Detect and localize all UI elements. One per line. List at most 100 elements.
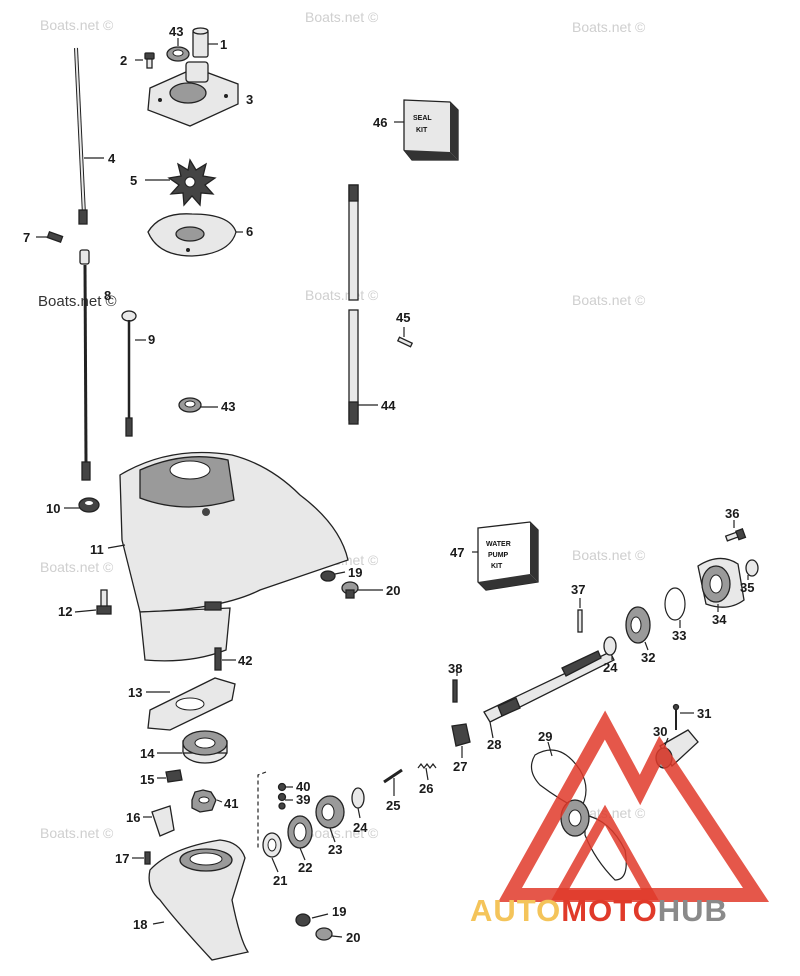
part-label: 13: [128, 685, 142, 700]
part-label: 16: [126, 810, 140, 825]
part-label: 47: [450, 545, 464, 560]
watermark: Boats.net ©: [572, 292, 646, 308]
part-8-link: [79, 249, 90, 265]
part-40-ball: [277, 782, 287, 792]
part-24-washer: [603, 636, 617, 656]
part-12-bolt: [96, 589, 112, 615]
part-label: 3: [246, 92, 253, 107]
part-label: 1: [220, 37, 227, 52]
part-label: 40: [296, 779, 310, 794]
brand-moto: MOTO: [561, 893, 658, 928]
part-label: 21: [273, 873, 287, 888]
part-16-shifter: [151, 805, 175, 837]
part-34-bearing-carrier: [697, 557, 745, 608]
watermark: Boats.net ©: [305, 287, 379, 303]
part-28-propshaft: [483, 650, 615, 723]
part-38-pin: [452, 679, 458, 703]
watermark: Boats.net ©: [40, 825, 114, 841]
part-4-pushrod: [74, 47, 88, 225]
part-47-water-pump-kit: WATER PUMP KIT: [477, 521, 539, 591]
watermark: Boats.net ©: [572, 19, 646, 35]
part-42-stud: [214, 647, 222, 671]
part-label: 10: [46, 501, 60, 516]
part-label: 25: [386, 798, 400, 813]
part-label: 33: [672, 628, 686, 643]
part-label: 27: [453, 759, 467, 774]
part-33-o-ring: [664, 587, 686, 621]
part-43-seal: [166, 46, 190, 62]
part-35-washer: [745, 559, 759, 577]
part-26-spring: [417, 763, 437, 769]
part-label: 24: [353, 820, 368, 835]
part-labels: 1 2 3 4 5 6 7 8 9 10 11 12 13 14 15 16 1…: [23, 24, 754, 945]
leader-lines: [36, 38, 749, 938]
part-19-washer: [320, 570, 336, 582]
part-label: 19: [348, 565, 362, 580]
part-label: 7: [23, 230, 30, 245]
part-label: 45: [396, 310, 410, 325]
part-label: 38: [448, 661, 462, 676]
part-44-driveshaft: [348, 184, 359, 425]
part-18-lower-gearcase: [148, 839, 250, 961]
brand-auto: AUTO: [470, 893, 562, 928]
part-label: 32: [641, 650, 655, 665]
part-23-gear: [315, 795, 345, 829]
part-label: 37: [571, 582, 585, 597]
part-label: 42: [238, 653, 252, 668]
part-label: 43: [169, 24, 183, 39]
part-label: 11: [90, 542, 104, 557]
part-6-plate: [147, 213, 237, 257]
watermark: Boats.net ©: [572, 547, 646, 563]
watermark: Boats.net ©: [40, 17, 114, 33]
watermark: Boats.net ©: [305, 825, 379, 841]
part-label: 20: [386, 583, 400, 598]
part-label: 2: [120, 53, 127, 68]
part-46-seal-kit: SEAL KIT: [403, 99, 459, 161]
seal-kit-line2: KIT: [416, 127, 428, 134]
part-label: 46: [373, 115, 387, 130]
part-27-clutch: [451, 723, 471, 747]
part-label: 20: [346, 930, 360, 945]
part-label: 9: [148, 332, 155, 347]
part-label: 30: [653, 724, 667, 739]
part-41-gear: [191, 789, 217, 813]
brand-hub: HUB: [657, 893, 728, 928]
part-9-rod: [121, 310, 137, 437]
watermark: Boats.net ©: [305, 9, 379, 25]
part-label: 5: [130, 173, 137, 188]
part-label: 14: [140, 746, 155, 761]
part-label: 24: [603, 660, 618, 675]
part-label: 41: [224, 796, 238, 811]
automotohub-wordmark: AUTOMOTOHUB: [470, 893, 728, 929]
part-label: 29: [538, 729, 552, 744]
part-31-pin: [672, 703, 680, 730]
part-1-sleeve: [192, 27, 209, 58]
part-21-washer: [262, 832, 282, 858]
part-13-gasket: [147, 677, 236, 731]
part-5-impeller: [167, 158, 217, 207]
part-19-washer: [295, 913, 311, 927]
part-45-key: [396, 336, 414, 348]
pump-kit-line3: KIT: [491, 563, 503, 570]
part-label: 4: [108, 151, 116, 166]
part-25-pin: [383, 768, 403, 784]
part-20-plug: [315, 927, 333, 941]
part-label: 26: [419, 781, 433, 796]
pump-kit-line2: PUMP: [488, 552, 509, 559]
part-3-pump-housing: [147, 61, 239, 127]
part-2-screw: [144, 52, 155, 69]
part-32-gear: [625, 606, 651, 644]
part-22-bearing: [287, 815, 313, 849]
part-label: 39: [296, 792, 310, 807]
automotohub-logo-mark: [498, 710, 770, 902]
part-17-pin: [144, 851, 151, 865]
part-14-bearing: [182, 730, 228, 764]
part-label: 12: [58, 604, 72, 619]
part-label: 31: [697, 706, 711, 721]
part-39-ball: [277, 792, 287, 810]
part-43-seal: [178, 397, 202, 413]
part-label: 17: [115, 851, 129, 866]
part-label: 23: [328, 842, 342, 857]
part-7-pin: [46, 230, 64, 244]
